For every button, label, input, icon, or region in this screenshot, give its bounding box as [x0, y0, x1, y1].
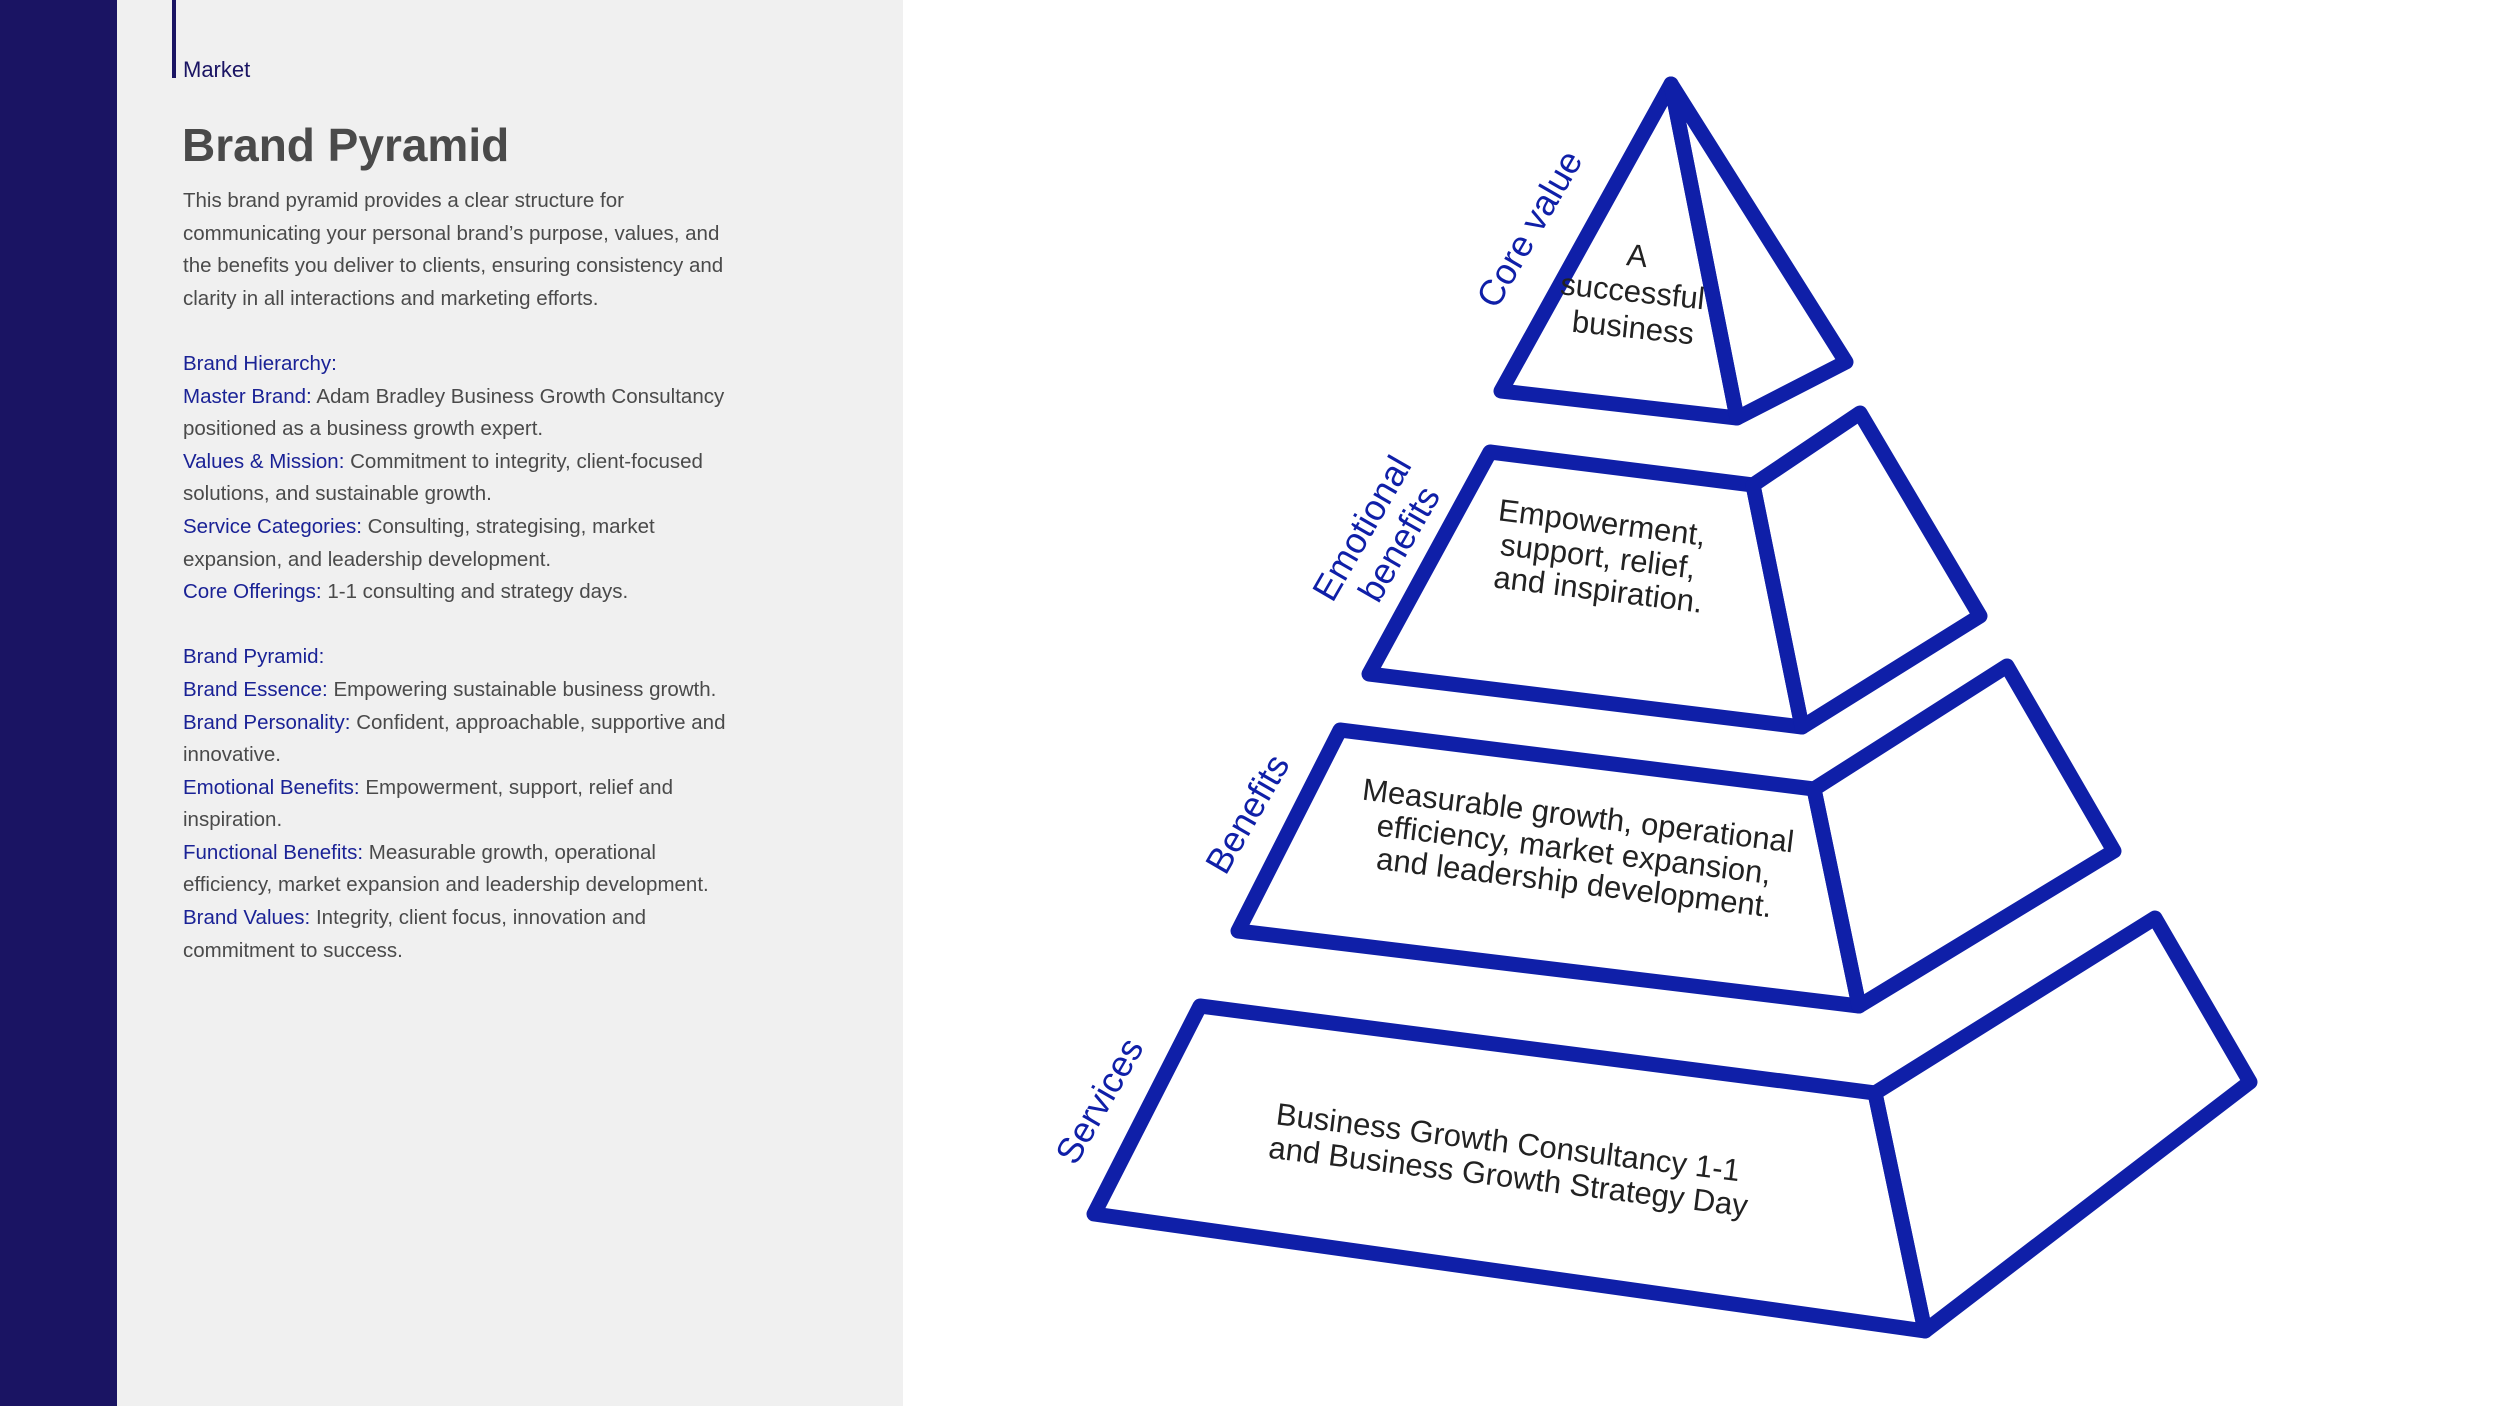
- section-marker: [172, 0, 176, 78]
- brand-personality-label: Brand Personality:: [183, 710, 351, 734]
- section-label: Market: [183, 57, 251, 82]
- tier-emotional-side: [1745, 405, 1988, 735]
- tier-services-label: Services: [1047, 1031, 1152, 1171]
- tier-emotional-text: Empowerment, support, relief, and inspir…: [1488, 492, 1716, 620]
- brand-pyramid-diagram: A successful business Empowerment, suppo…: [1047, 76, 2258, 1339]
- service-categories-label: Service Categories:: [183, 514, 362, 538]
- values-mission-text: Commitment to integrity, client-focused …: [183, 449, 703, 506]
- tier-services-text: Business Growth Consultancy 1-1 and Busi…: [1267, 1096, 1755, 1223]
- description-column: This brand pyramid provides a clear stru…: [183, 185, 743, 1000]
- brand-hierarchy-heading: Brand Hierarchy:: [183, 351, 337, 375]
- brand-values-label: Brand Values:: [183, 906, 311, 930]
- sidebar-strip: [0, 0, 117, 1406]
- tier-core-side: [1663, 76, 1854, 426]
- emotional-benefits-text: Empowerment, support, relief and inspira…: [183, 775, 673, 832]
- left-panel: [117, 0, 903, 1406]
- brand-essence-label: Brand Essence:: [183, 677, 328, 701]
- values-mission-label: Values & Mission:: [183, 449, 345, 473]
- brand-essence-text: Empowering sustainable business growth.: [333, 677, 717, 701]
- brand-pyramid-heading: Brand Pyramid:: [183, 645, 325, 669]
- brand-hierarchy-block: Brand Hierarchy: Master Brand: Adam Brad…: [183, 348, 743, 609]
- master-brand-label: Master Brand:: [183, 384, 312, 408]
- service-categories-text: Consulting, strategising, market expansi…: [183, 514, 655, 571]
- core-offerings-text: 1-1 consulting and strategy days.: [327, 580, 629, 604]
- functional-benefits-text: Measurable growth, operational efficienc…: [183, 840, 709, 897]
- brand-values-text: Integrity, client focus, innovation and …: [183, 906, 647, 962]
- master-brand-text: Adam Bradley Business Growth Consultancy…: [183, 384, 725, 441]
- page-title: Brand Pyramid: [182, 119, 510, 171]
- tier-emotional-label: Emotional benefits: [1304, 440, 1459, 628]
- tier-services-side: [1867, 910, 2258, 1339]
- emotional-benefits-label: Emotional Benefits:: [183, 775, 360, 799]
- tier-benefits-side: [1806, 658, 2122, 1014]
- functional-benefits-label: Functional Benefits:: [183, 840, 364, 864]
- core-offerings-label: Core Offerings:: [183, 580, 322, 604]
- brand-pyramid-block: Brand Pyramid: Brand Essence: Empowering…: [183, 641, 743, 967]
- intro-paragraph: This brand pyramid provides a clear stru…: [183, 189, 724, 310]
- tier-benefits-text: Measurable growth, operational efficienc…: [1352, 772, 1804, 927]
- tier-benefits-label: Benefits: [1197, 747, 1298, 880]
- brand-personality-text: Confident, approachable, supportive and …: [183, 710, 726, 767]
